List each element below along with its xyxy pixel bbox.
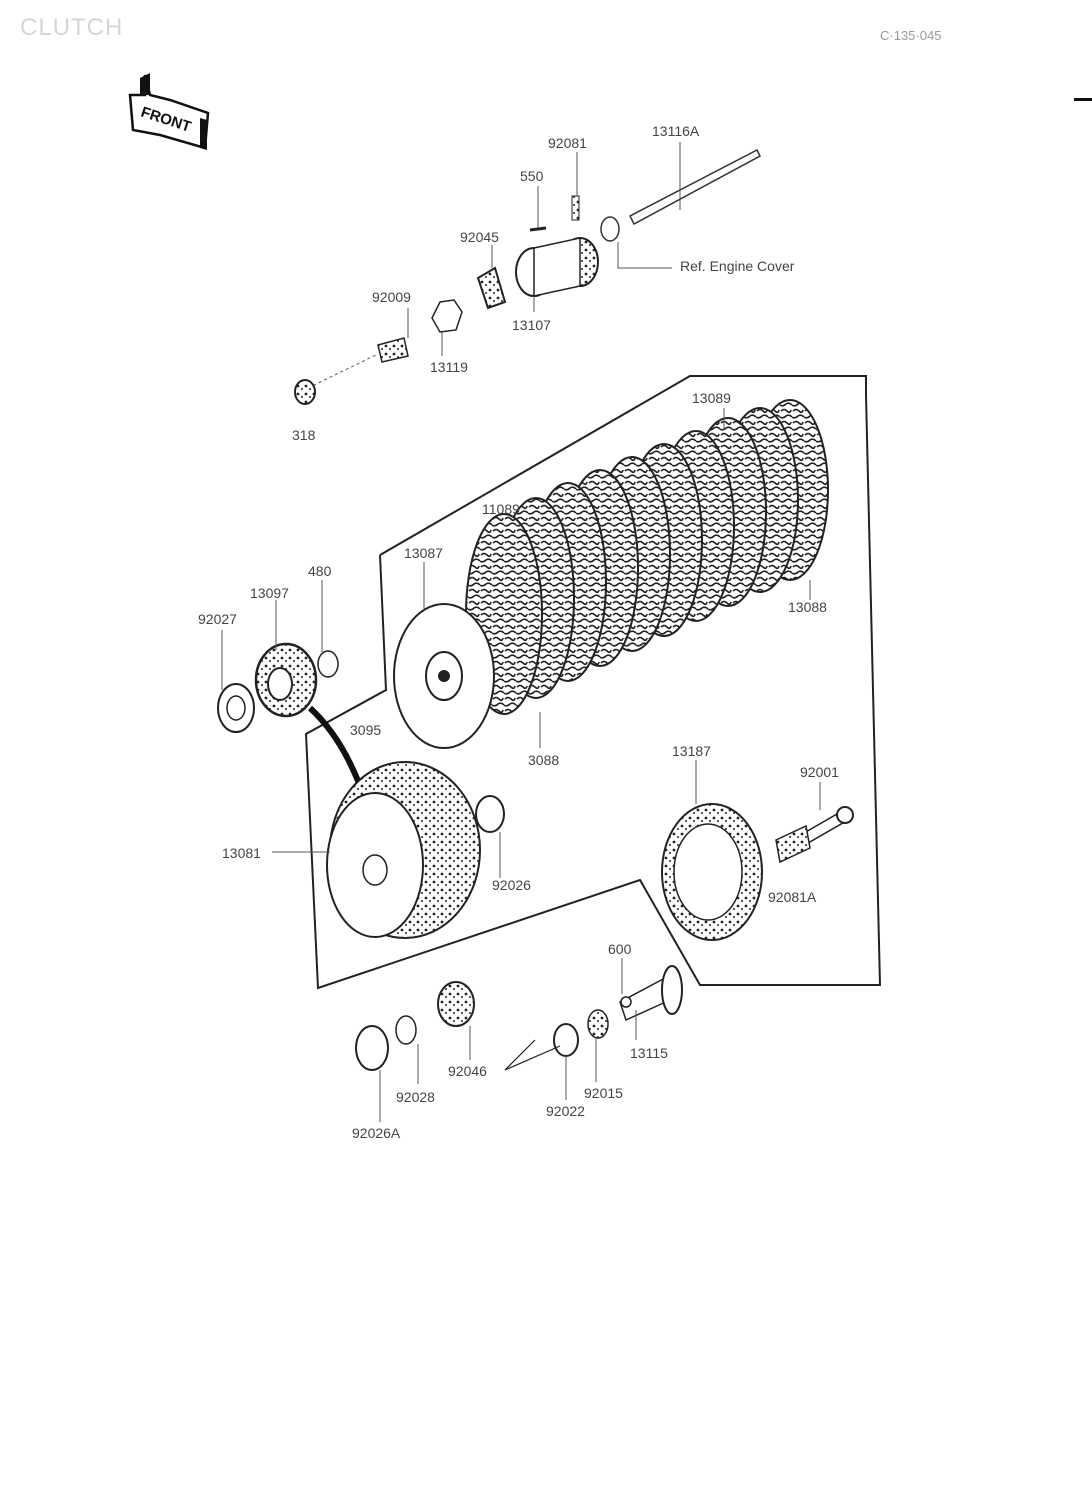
diagram-title: CLUTCH [20, 14, 124, 41]
nut-13119 [431, 299, 463, 333]
hub-13097 [254, 642, 318, 718]
label-92046: 92046 [448, 1063, 487, 1079]
plate-92045 [476, 266, 507, 310]
label-13089: 13089 [692, 390, 731, 406]
spacer-92026 [475, 795, 505, 833]
bearing-92015 [587, 1009, 609, 1039]
label-92015: 92015 [584, 1085, 623, 1101]
label-92001: 92001 [800, 764, 839, 780]
shaft-13115 [619, 965, 683, 1022]
pressure-plate-13187 [661, 803, 763, 941]
label-92045: 92045 [460, 229, 499, 245]
label-13107: 13107 [512, 317, 551, 333]
pushrod-13116a [600, 148, 761, 242]
label-92028: 92028 [396, 1089, 435, 1105]
front-badge: FRONT [128, 73, 210, 150]
label-13187: 13187 [672, 743, 711, 759]
label-11089: 11089 [482, 501, 520, 517]
washer-92027 [217, 683, 255, 733]
circlip-480 [317, 650, 339, 678]
label-13081: 13081 [222, 845, 261, 861]
label-92026: 92026 [492, 877, 531, 893]
label-13116a: 13116A [652, 123, 700, 139]
leader-lines [221, 142, 821, 1122]
label-600: 600 [608, 941, 632, 957]
label-13088: 13088 [788, 599, 827, 615]
label-92022: 92022 [546, 1103, 585, 1119]
label-92009: 92009 [372, 289, 411, 305]
group-outline [304, 375, 882, 990]
part-labels: 13116A 92081 550 92045 13107 92009 13119… [198, 123, 839, 1141]
housing-13081 [326, 761, 481, 939]
label-92027: 92027 [198, 611, 237, 627]
nut-318 [294, 379, 316, 405]
label-3095: 3095 [350, 722, 381, 738]
clutch-plate-stack [393, 399, 829, 749]
label-92081a: 92081A [768, 889, 817, 905]
washer-92022 [553, 1023, 579, 1057]
spring-92081a [775, 824, 811, 864]
ball-600 [620, 996, 632, 1008]
bearing-92046 [437, 981, 475, 1027]
label-13097: 13097 [250, 585, 289, 601]
label-13119: 13119 [430, 359, 468, 375]
release-assembly-13107 [515, 195, 599, 297]
washer-92026a [355, 1025, 389, 1071]
label-13115: 13115 [630, 1045, 668, 1061]
label-318: 318 [292, 427, 316, 443]
label-92081: 92081 [548, 135, 587, 151]
diagram-code: C·135·045 [880, 28, 942, 43]
collar-92028 [395, 1015, 417, 1045]
reference-note: Ref. Engine Cover [680, 258, 795, 274]
label-3088: 3088 [528, 752, 559, 768]
label-480: 480 [308, 563, 332, 579]
label-13087: 13087 [404, 545, 443, 561]
screw-92009 [307, 337, 409, 389]
margin-tick [1074, 98, 1092, 101]
label-92026a: 92026A [352, 1125, 401, 1141]
label-550: 550 [520, 168, 544, 184]
